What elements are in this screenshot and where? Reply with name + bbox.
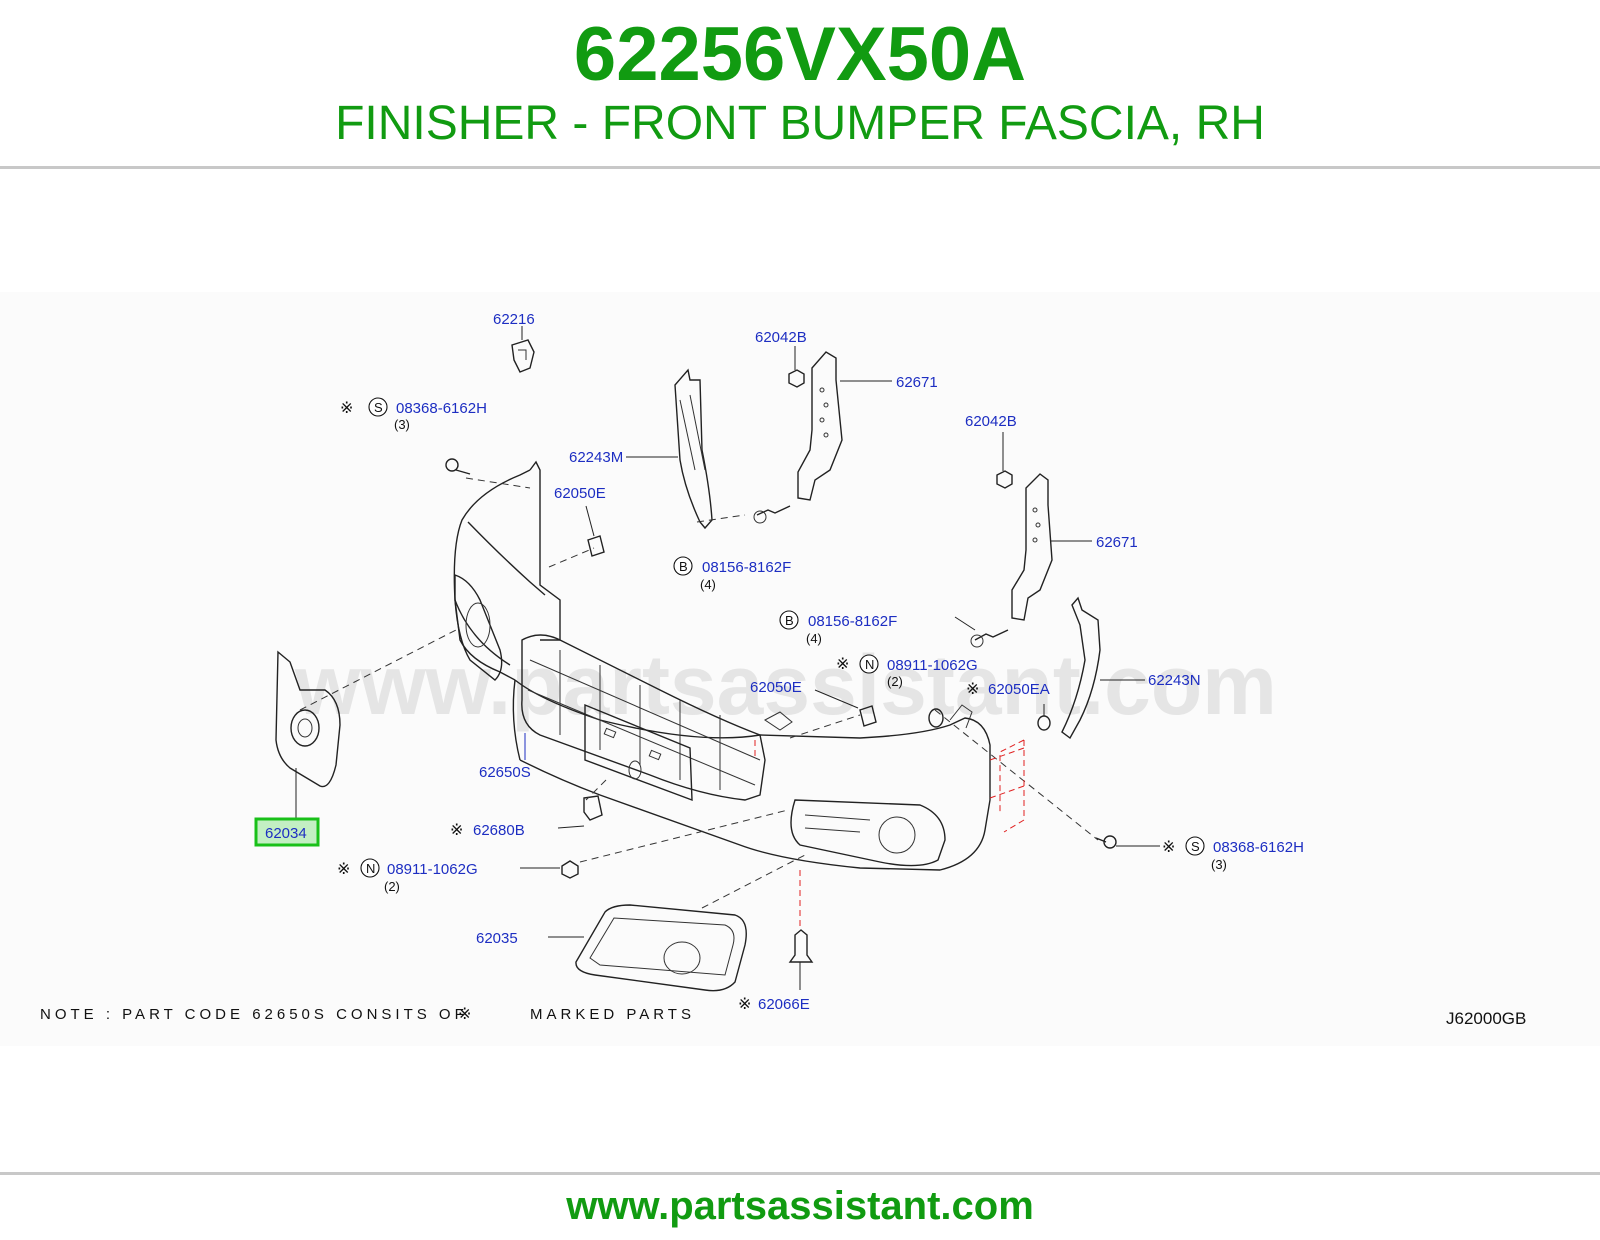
label-08156-8162F-lower[interactable]: 08156-8162F xyxy=(808,613,897,630)
star-icon: ※ xyxy=(836,654,849,673)
nut-08911-upper-drawing xyxy=(928,708,944,728)
qty-08156-lower: (4) xyxy=(806,631,822,646)
star-icon: ※ xyxy=(450,820,463,839)
qty-08911-lower: (2) xyxy=(384,879,400,894)
b-circle-letter-lower: B xyxy=(785,613,794,628)
label-08368-6162H-right[interactable]: 08368-6162H xyxy=(1213,839,1304,856)
label-62034[interactable]: 62034 xyxy=(265,825,307,842)
header-divider xyxy=(0,166,1600,169)
label-62680B[interactable]: 62680B xyxy=(473,822,525,839)
footer-url-link[interactable]: www.partsassistant.com xyxy=(566,1184,1034,1228)
label-08156-8162F-upper[interactable]: 08156-8162F xyxy=(702,559,791,576)
highlighted-part-box xyxy=(254,817,320,847)
s-circle-icon-right xyxy=(1185,836,1205,856)
label-62050E-upper[interactable]: 62050E xyxy=(554,485,606,502)
label-62035[interactable]: 62035 xyxy=(476,930,518,947)
bracket-62243M-drawing xyxy=(626,368,713,530)
label-62243M[interactable]: 62243M xyxy=(569,449,623,466)
label-62671-upper[interactable]: 62671 xyxy=(896,374,938,391)
label-62243N[interactable]: 62243N xyxy=(1148,672,1201,689)
clip-62216-drawing xyxy=(511,326,535,373)
label-62216[interactable]: 62216 xyxy=(493,311,535,328)
diagram-code: J62000GB xyxy=(1446,1009,1526,1028)
star-icon: ※ xyxy=(738,994,751,1013)
label-62671-lower[interactable]: 62671 xyxy=(1096,534,1138,551)
clip-62066E-drawing xyxy=(788,929,814,990)
n-circle-letter-upper: N xyxy=(865,657,874,672)
label-62066E[interactable]: 62066E xyxy=(758,996,810,1013)
star-icon: ※ xyxy=(458,1004,471,1023)
bolt-08368-left-drawing xyxy=(445,458,471,475)
clip-62050E-upper-drawing xyxy=(585,505,605,557)
star-icon: ※ xyxy=(966,679,979,698)
label-62042B-lower[interactable]: 62042B xyxy=(965,413,1017,430)
bumper-fascia-drawing xyxy=(453,460,991,871)
nut-08911-lower-drawing xyxy=(520,860,579,879)
s-circle-letter-right: S xyxy=(1191,839,1200,854)
qty-08156-upper: (4) xyxy=(700,577,716,592)
star-icon: ※ xyxy=(337,859,350,878)
leader-lines xyxy=(299,477,1099,930)
label-08911-1062G-lower[interactable]: 08911-1062G xyxy=(387,861,478,878)
bolt-08368-right-drawing xyxy=(1095,835,1160,849)
label-08368-6162H-left[interactable]: 08368-6162H xyxy=(396,400,487,417)
star-icon: ※ xyxy=(340,398,353,417)
label-62050EA[interactable]: 62050EA xyxy=(988,681,1050,698)
clip-62050EA-drawing xyxy=(1037,704,1051,731)
bracket-62671-upper-drawing xyxy=(753,346,892,524)
finisher-62035-drawing xyxy=(548,904,747,992)
s-circle-icon xyxy=(368,397,388,417)
qty-08368-left: (3) xyxy=(394,417,410,432)
label-62050E-lower[interactable]: 62050E xyxy=(750,679,802,696)
b-circle-icon-upper xyxy=(673,556,693,576)
diagram-note: NOTE : PART CODE 62650S CONSITS OF xyxy=(40,1006,468,1023)
footer-divider xyxy=(0,1172,1600,1175)
qty-08911-upper: (2) xyxy=(887,674,903,689)
s-circle-letter: S xyxy=(374,400,383,415)
n-circle-icon-upper xyxy=(859,654,879,674)
bracket-62243N-drawing xyxy=(1061,596,1145,740)
clip-62680B-drawing xyxy=(557,795,603,829)
label-62650S[interactable]: 62650S xyxy=(479,764,531,781)
b-circle-icon-lower xyxy=(779,610,799,630)
qty-08368-right: (3) xyxy=(1211,857,1227,872)
bracket-62671-lower-drawing xyxy=(954,432,1092,648)
b-circle-letter-upper: B xyxy=(679,559,688,574)
label-08911-1062G-upper[interactable]: 08911-1062G xyxy=(887,657,978,674)
n-circle-icon-lower xyxy=(360,858,380,878)
part-number-title: 62256VX50A xyxy=(573,12,1027,97)
diagram-note-tail: MARKED PARTS xyxy=(530,1006,695,1023)
n-circle-letter-lower: N xyxy=(366,861,375,876)
clip-62050E-lower-drawing xyxy=(814,689,877,727)
finisher-62034-drawing xyxy=(275,650,341,818)
star-icon: ※ xyxy=(1162,837,1175,856)
part-description: FINISHER - FRONT BUMPER FASCIA, RH xyxy=(335,97,1265,150)
label-62042B-upper[interactable]: 62042B xyxy=(755,329,807,346)
